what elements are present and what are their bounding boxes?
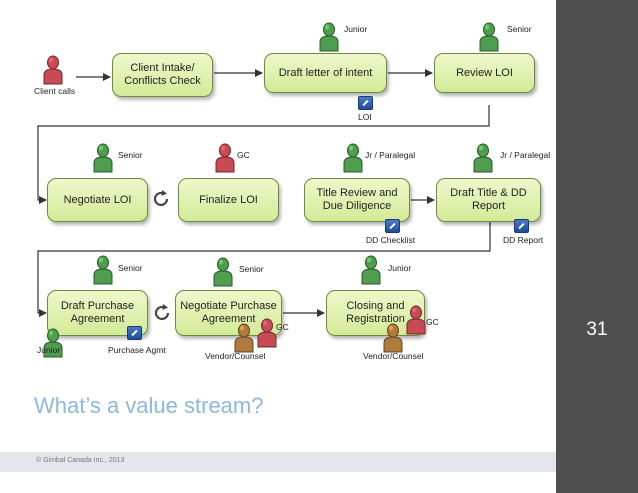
actor-label-jr-dd: Jr / Paralegal <box>500 150 551 160</box>
process-label-line: Draft letter of intent <box>278 66 373 79</box>
person-icon <box>383 323 403 353</box>
person-icon <box>257 318 277 348</box>
document-tool-icon <box>358 96 373 110</box>
loop-icon-draft-purchase <box>154 304 170 321</box>
process-label-line: Finalize LOI <box>199 193 258 206</box>
slide-sidebar <box>556 0 638 493</box>
actor-label-junior-closing: Junior <box>388 263 412 273</box>
arrow-dd-to-draft-purchase <box>37 222 491 317</box>
actor-label-gc-negotiate: GC <box>276 322 289 332</box>
process-label-line: Review LOI <box>456 66 513 79</box>
document-label-dd-checklist: DD Checklist <box>366 235 416 245</box>
person-icon <box>93 255 113 285</box>
process-label-line: Agreement <box>70 313 125 325</box>
person-icon <box>213 257 233 287</box>
person-icon <box>319 22 339 52</box>
actor-label-jr-title: Jr / Paralegal <box>365 150 416 160</box>
person-icon <box>234 323 254 353</box>
document-tool-icon <box>514 219 529 233</box>
process-label-line: Draft Purchase <box>60 300 135 312</box>
actor-label-gc-finalize: GC <box>237 150 250 160</box>
slide-heading: What’s a value stream? <box>34 393 264 418</box>
process-box-intake: Client Intake/Conflicts Check <box>112 53 213 97</box>
actor-label-junior-draft: Junior <box>344 24 368 34</box>
actor-label-vendor-negotiate: Vendor/Counsel <box>205 351 266 361</box>
person-icon <box>43 55 63 85</box>
actor-label-client: Client calls <box>34 86 76 96</box>
process-label-line: Report <box>471 200 506 212</box>
document-label-purchase-agmt: Purchase Agmt <box>108 345 166 355</box>
process-label-line: Draft Title & DD <box>450 187 527 199</box>
person-icon <box>343 143 363 173</box>
actor-label-senior-purchase: Senior <box>118 263 143 273</box>
actor-label-junior-purchase: Junior <box>37 345 61 355</box>
person-icon <box>361 255 381 285</box>
footer-copyright: © Gimbal Canada Inc., 2013 <box>36 457 125 464</box>
process-label-line: Registration <box>346 313 405 325</box>
footer-bar: © Gimbal Canada Inc., 2013 <box>0 452 556 472</box>
value-stream-diagram <box>37 69 491 317</box>
person-icon <box>473 143 493 173</box>
process-box-finalize-loi: Finalize LOI <box>178 178 279 222</box>
actor-label-vendor-closing: Vendor/Counsel <box>363 351 424 361</box>
document-label-dd-report-doc: DD Report <box>503 235 544 245</box>
process-label-line: Title Review and <box>316 187 398 199</box>
page-number: 31 <box>586 319 608 340</box>
actor-label-gc-closing: GC <box>426 317 439 327</box>
person-icon <box>479 22 499 52</box>
process-box-review-loi: Review LOI <box>434 53 535 93</box>
actor-label-senior-negotiate-purchase: Senior <box>239 264 264 274</box>
actor-label-senior-negotiate: Senior <box>118 150 143 160</box>
arrow-review-to-negotiate <box>37 105 490 204</box>
process-label-line: Agreement <box>201 313 256 325</box>
person-icon <box>93 143 113 173</box>
process-label-line: Due Diligence <box>322 200 392 212</box>
process-box-negotiate-loi: Negotiate LOI <box>47 178 148 222</box>
actor-label-senior-review: Senior <box>507 24 532 34</box>
process-label-line: Conflicts Check <box>124 75 201 87</box>
document-tool-icon <box>127 326 142 340</box>
document-label-loi: LOI <box>358 112 372 122</box>
loop-icon-negotiate-loi <box>153 190 169 207</box>
process-label-line: Closing and <box>346 300 405 312</box>
process-box-draft-loi: Draft letter of intent <box>264 53 387 93</box>
flow-arrows <box>37 69 491 317</box>
process-label-line: Client Intake/ <box>130 62 195 74</box>
person-icon <box>406 305 426 335</box>
document-tool-icon <box>385 219 400 233</box>
process-label-line: Negotiate Purchase <box>180 300 277 312</box>
person-icon <box>43 328 63 358</box>
process-label-line: Negotiate LOI <box>63 193 132 206</box>
person-icon <box>215 143 235 173</box>
